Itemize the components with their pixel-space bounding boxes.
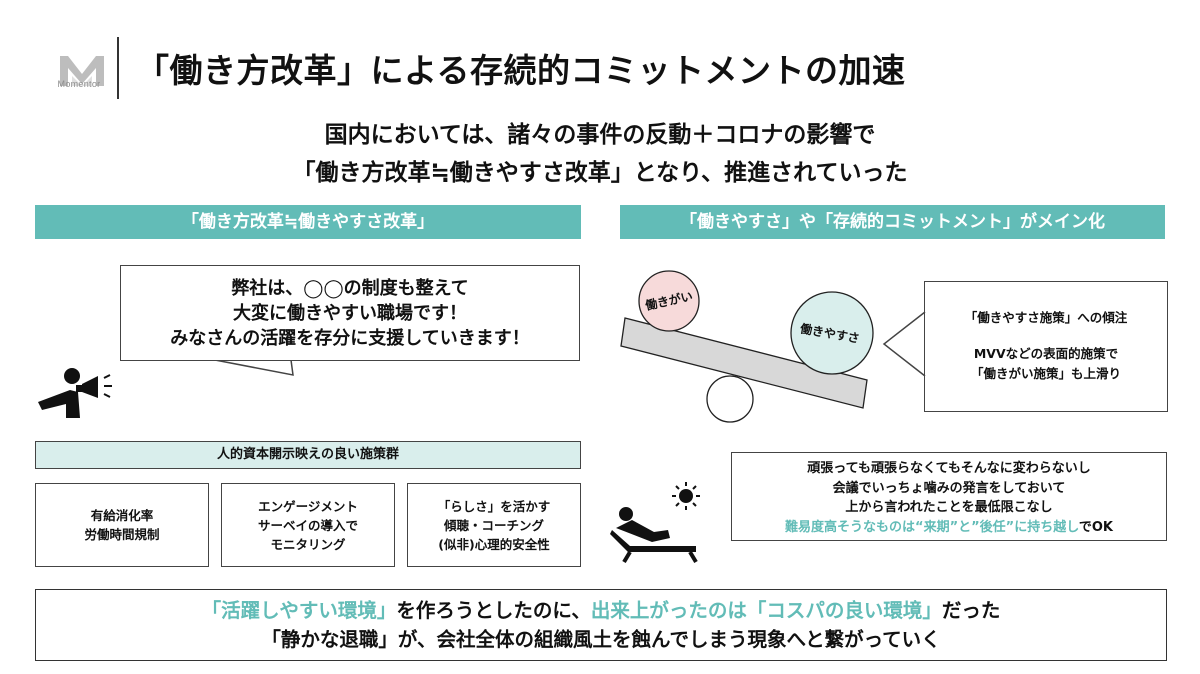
quiet-line-4-rest: でOK [1078,519,1113,535]
company-speech-bubble: 弊社は、◯◯の制度も整えて 大変に働きやすい職場です！ みなさんの活躍を存分に支… [120,265,580,361]
quiet-line-3: 上から言われたことを最低限こなし [845,500,1053,515]
subtitle-line-1: 国内においては、諸々の事件の反動＋コロナの影響で [324,122,876,148]
logo-text: Momentor [57,79,101,89]
conclusion-line-1: 「活躍しやすい環境」を作ろうとしたのに、出来上がったのは「コスパの良い環境」だっ… [36,596,1166,625]
quiet-bubble-tail [732,490,740,528]
quiet-highlight: 難易度高そうなものは“来期”と”後任”に持ち越し [785,519,1079,535]
quiet-line-1: 頑張っても頑張らなくてもそんなに変わらないし [807,461,1091,476]
seesaw-fulcrum [706,375,754,423]
conclusion-line-2: 「静かな退職」が、会社全体の組織風土を蝕んでしまう現象へと繋がっていく [261,628,941,651]
measure-line: エンゲージメント [258,498,358,514]
seesaw-plank [620,317,868,409]
conclusion-text-1: を作ろうとしたのに、 [396,599,591,622]
speech-line-1: 弊社は、◯◯の制度も整えて [231,278,469,299]
sunbathing-person-icon [610,482,700,564]
momentor-logo-icon [60,56,104,86]
conclusion-highlight-1: 「活躍しやすい環境」 [201,599,397,622]
focus-callout: 「働きやすさ施策」への傾注 MVVなどの表面的施策で 「働きがい施策」も上滑り [924,281,1168,412]
subtitle-line-2: 「働き方改革≒働きやすさ改革」となり、推進されていった [292,160,908,186]
measure-line: (似非)心理的安全性 [438,536,550,552]
ball-hatarakigai [638,270,700,332]
seesaw-diagram: 働きがい 働きやすさ [620,270,874,423]
callout-gap [925,328,1167,344]
left-section-band: 「働き方改革≒働きやすさ改革」 [35,205,581,239]
callout-arrow [882,311,926,377]
measure-line: 労働時間規制 [84,527,160,542]
measure-box-psych-safety: 「らしさ」を活かす 傾聴・コーチング (似非)心理的安全性 [407,483,581,567]
right-section-band: 「働きやすさ」や「存続的コミットメント」がメイン化 [620,205,1165,239]
conclusion-highlight-2: 出来上がったのは「コスパの良い環境」 [590,599,942,622]
measure-line: モニタリング [270,536,346,552]
speech-bubble-tail [214,359,294,376]
measure-line: 傾聴・コーチング [443,517,544,533]
measure-line: 有給消化率 [90,508,154,523]
ball-hatarakiyasusa [790,291,874,375]
callout-line-1: 「働きやすさ施策」への傾注 [964,310,1128,325]
quiet-quitting-bubble: 頑張っても頑張らなくてもそんなに変わらないし 会議でいっちょ噛みの発言をしておい… [731,452,1167,541]
page-title: 「働き方改革」による存続的コミットメントの加速 [136,51,906,90]
header-divider [117,37,119,99]
callout-line-3: 「働きがい施策」も上滑り [970,366,1121,381]
conclusion-box: 「活躍しやすい環境」を作ろうとしたのに、出来上がったのは「コスパの良い環境」だっ… [35,589,1167,661]
measure-box-paid-leave: 有給消化率 労働時間規制 [35,483,209,567]
measure-line: サーベイの導入で [257,517,358,533]
measure-line: 「らしさ」を活かす [437,498,551,514]
conclusion-text-2: だった [941,599,1001,622]
measures-title: 人的資本開示映えの良い施策群 [35,441,581,469]
quiet-line-2: 会議でいっちょ噛みの発言をしておいて [832,480,1066,496]
quiet-line-4: 難易度高そうなものは“来期”と”後任”に持ち越しでOK [732,518,1166,538]
speech-line-3: みなさんの活躍を存分に支援していきます！ [170,328,530,349]
speech-line-2: 大変に働きやすい職場です！ [233,303,467,324]
callout-line-2: MVVなどの表面的施策で [973,346,1119,361]
megaphone-person-icon [38,368,112,418]
measure-box-engagement: エンゲージメント サーベイの導入で モニタリング [221,483,395,567]
subtitle: 国内においては、諸々の事件の反動＋コロナの影響で 「働き方改革≒働きやすさ改革」… [0,116,1200,192]
